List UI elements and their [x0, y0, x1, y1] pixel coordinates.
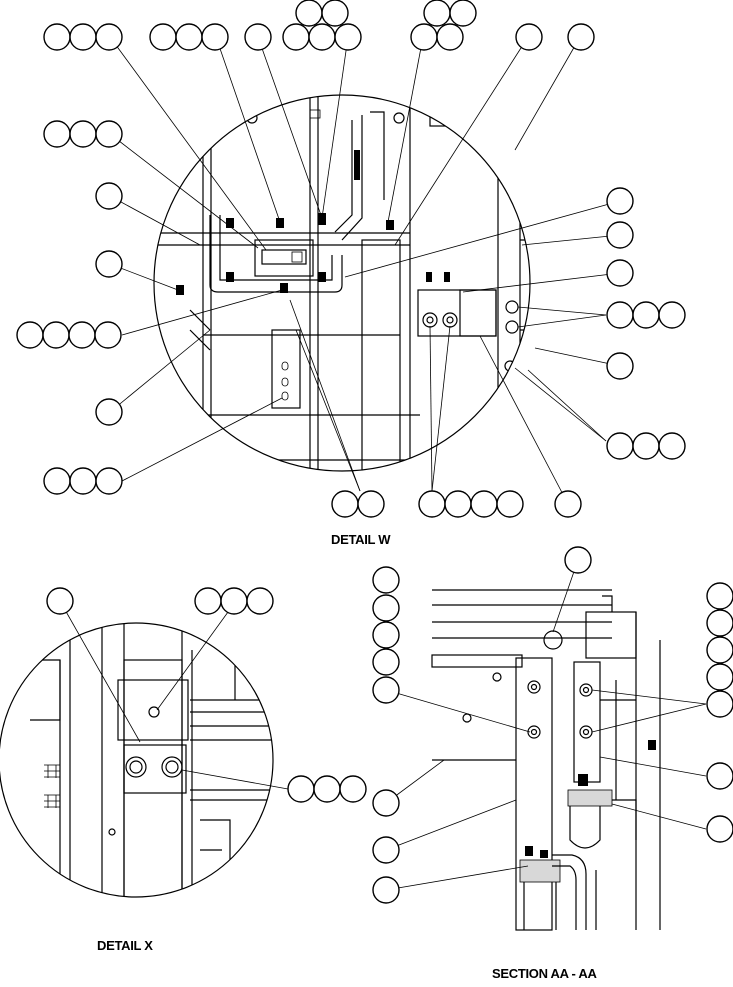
detail-x-boundary-circle — [0, 622, 274, 898]
detail-x-assembly — [30, 623, 273, 897]
detail-w-leader-lines — [109, 36, 621, 505]
detail-w-callout-balloons — [16, 0, 686, 518]
detail-w-boundary-circle — [153, 94, 531, 472]
detail-x-caption: DETAIL X — [97, 938, 153, 953]
section-aa-caption: SECTION AA - AA — [492, 966, 597, 981]
detail-w-view — [16, 0, 686, 518]
section-aa-callout-balloons — [372, 546, 733, 904]
section-aa-assembly — [431, 589, 661, 931]
section-aa-view — [372, 546, 733, 931]
detail-w-caption: DETAIL W — [331, 532, 391, 547]
detail-x-view — [0, 587, 367, 898]
detail-x-callout-balloons — [46, 587, 367, 803]
section-aa-leader-lines — [385, 559, 707, 891]
detail-x-leader-lines — [59, 600, 289, 790]
